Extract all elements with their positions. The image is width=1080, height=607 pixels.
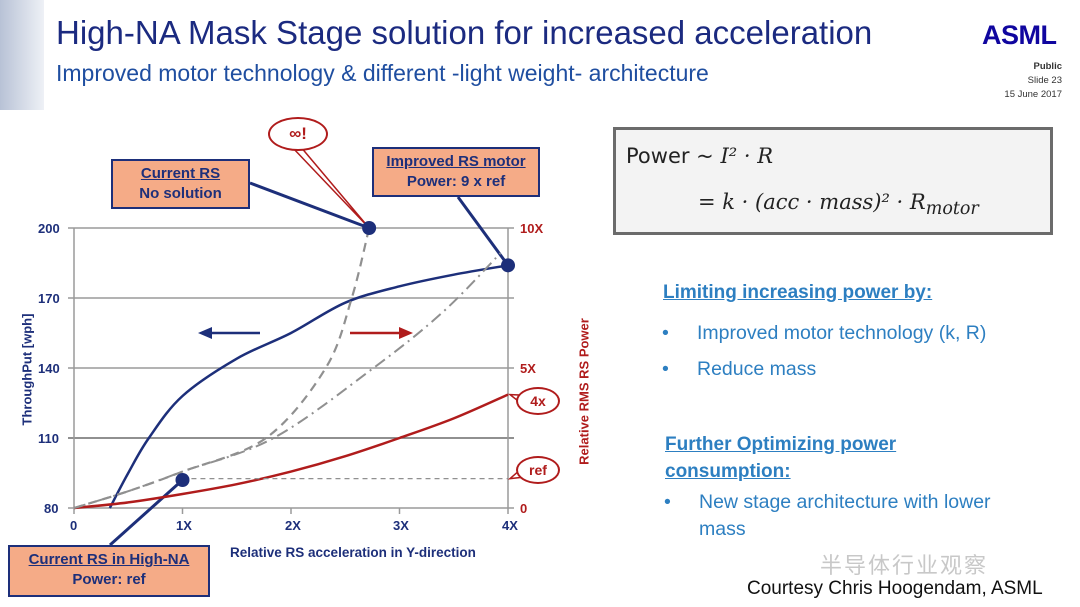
y-tick-200: 200	[38, 221, 60, 236]
courtesy-credit: Courtesy Chris Hoogendam, ASML	[747, 578, 1043, 599]
callout-current-rs-sub: No solution	[139, 185, 222, 202]
y2-tick-5x: 5X	[520, 361, 536, 376]
bullet-new-architecture: New stage architecture with lower mass	[664, 489, 999, 543]
marker-current-rs-no-solution	[362, 221, 377, 235]
bubble-ref: ref	[516, 456, 560, 484]
bubble-infinity-tail	[291, 145, 370, 229]
y2-axis-label: Relative RMS RS Power	[576, 318, 592, 465]
heading-further-optimizing: Further Optimizing power consumption:	[665, 434, 897, 482]
watermark: 半导体行业观察	[820, 553, 989, 578]
y-tick-140: 140	[38, 361, 60, 376]
series-power-improved-motor-light-stage	[73, 393, 509, 510]
y2-tick-0: 0	[520, 501, 528, 516]
formula-line-1: Power ~ I² · R	[626, 144, 773, 168]
formula-subscript: motor	[925, 199, 979, 220]
y-tick-110: 110	[38, 431, 59, 446]
slide-date: 15 June 2017	[1004, 89, 1062, 100]
series-power-improved-rs-motor	[73, 252, 502, 509]
x-tick-2x: 2X	[285, 518, 301, 533]
formula-power-label: Power ~	[626, 144, 721, 168]
heading-limiting-power: Limiting increasing power by:	[663, 282, 933, 303]
formula-i2r: I² · R	[720, 144, 774, 168]
leader-improved-motor	[456, 196, 510, 267]
callout-improved-rs-motor: Improved RS motor Power: 9 x ref	[372, 147, 540, 197]
y-tick-80: 80	[44, 501, 59, 516]
leader-high-na	[108, 478, 184, 547]
x-tick-3x: 3X	[393, 518, 409, 533]
callout-current-rs-high-na: Current RS in High-NA Power: ref	[8, 545, 210, 597]
classification: Public	[1033, 61, 1062, 72]
callout-current-rs: Current RS No solution	[111, 159, 250, 209]
power-formula-box: Power ~ I² · R = k · (acc · mass)² · Rmo…	[613, 127, 1053, 235]
x-tick-4x: 4X	[502, 518, 518, 533]
y-axis-label: ThroughPut [wph]	[19, 313, 35, 426]
series-throughput	[108, 264, 509, 509]
callout-improved-sub: Power: 9 x ref	[406, 173, 506, 190]
y-tick-170: 170	[38, 291, 60, 306]
slide-subtitle: Improved motor technology & different -l…	[56, 60, 709, 86]
callout-highna-sub: Power: ref	[72, 571, 146, 588]
formula-expansion: = k · (acc · mass)² · R	[698, 190, 926, 214]
marker-improved-rs-motor	[501, 258, 515, 273]
formula-line-2: = k · (acc · mass)² · Rmotor	[698, 190, 979, 219]
callout-highna-title: Current RS in High-NA	[28, 551, 190, 568]
slide-decoration	[0, 0, 44, 110]
x-axis-label: Relative RS acceleration in Y-direction	[230, 545, 476, 560]
bubble-4x: 4x	[516, 387, 560, 415]
leader-current-rs	[249, 181, 370, 230]
bullet-reduce-mass: Reduce mass	[662, 358, 816, 381]
x-tick-1x: 1X	[176, 518, 192, 533]
x-tick-0: 0	[70, 518, 78, 533]
bullet-motor-technology: Improved motor technology (k, R)	[662, 322, 986, 345]
arrow-left-head	[198, 327, 212, 339]
callout-current-rs-title: Current RS	[140, 165, 221, 182]
marker-current-rs-high-na	[175, 473, 190, 487]
slide-number: Slide 23	[1027, 75, 1062, 86]
bubble-infinity: ∞!	[268, 117, 328, 151]
y2-tick-10x: 10X	[520, 221, 544, 236]
callout-improved-title: Improved RS motor	[386, 153, 526, 170]
slide-title: High-NA Mask Stage solution for increase…	[56, 14, 873, 51]
asml-logo: ASML	[982, 20, 1057, 50]
arrow-right-head	[399, 327, 413, 339]
